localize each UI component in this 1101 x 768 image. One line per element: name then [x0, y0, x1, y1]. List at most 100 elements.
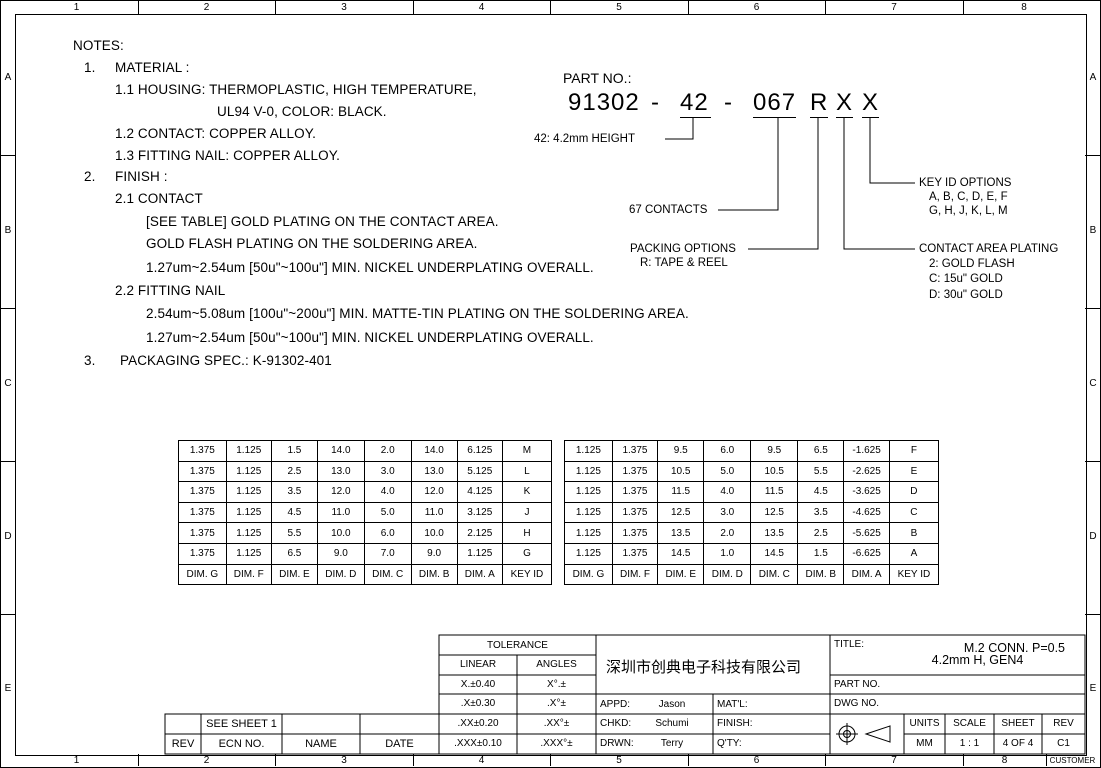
- pn-height: 42: [680, 89, 711, 118]
- title-line-1: M.2 CONN. P=0.5: [963, 641, 1065, 655]
- units-value: MM: [916, 738, 933, 749]
- table-header-cell: DIM. B: [410, 563, 458, 586]
- finish-label: FINISH:: [717, 718, 753, 729]
- table-header-cell: DIM. D: [703, 563, 752, 586]
- notes-heading: NOTES:: [73, 38, 124, 53]
- zone-row-a: A: [4, 72, 12, 83]
- tol-angle-1: .X°±: [547, 698, 566, 709]
- zone-row-c-right: C: [1089, 378, 1097, 389]
- table-header-cell: DIM. F: [611, 563, 659, 586]
- zone-col-3: 3: [341, 2, 347, 13]
- matl-label: MAT'L:: [717, 699, 748, 710]
- note-nickel-fitting: 1.27um~2.54um [50u"~100u"] MIN. NICKEL U…: [146, 330, 594, 345]
- note-contact-material: 1.2 CONTACT: COPPER ALLOY.: [115, 126, 316, 141]
- zone-col-8-bottom: 8: [1001, 755, 1008, 766]
- title-line-2: 4.2mm H, GEN4: [931, 653, 1024, 667]
- height-note: 42: 4.2mm HEIGHT: [534, 133, 635, 145]
- key-title: KEY ID OPTIONS: [919, 177, 1012, 189]
- zone-col-5: 5: [616, 2, 622, 13]
- note-1-num: 1.: [84, 60, 96, 75]
- table-header-cell: DIM. F: [225, 563, 272, 586]
- pn-base: 91302: [568, 89, 640, 116]
- note-housing: 1.1 HOUSING: THERMOPLASTIC, HIGH TEMPERA…: [115, 82, 477, 97]
- zone-row-a-right: A: [1089, 72, 1097, 83]
- table-header-cell: DIM. E: [270, 563, 318, 586]
- part-no-field-label: PART NO.: [834, 679, 881, 690]
- zone-col-1: 1: [73, 2, 80, 13]
- title-label: TITLE:: [834, 639, 865, 650]
- drwn-name: Terry: [660, 738, 684, 749]
- zone-col-4-bottom: 4: [478, 755, 485, 766]
- tolerance-title: TOLERANCE: [487, 640, 548, 651]
- table-header-cell: DIM. B: [797, 563, 845, 586]
- table-header-cell: DIM. A: [456, 563, 503, 586]
- ecn-column: ECN NO.: [218, 738, 265, 750]
- packing-r: R: TAPE & REEL: [640, 257, 728, 269]
- tol-linear-0: X.±0.40: [460, 679, 496, 690]
- units-label: UNITS: [909, 718, 940, 729]
- table-header-cell: KEY ID: [888, 563, 940, 586]
- plating-2: 2: GOLD FLASH: [929, 258, 1015, 270]
- note-gold-flash: GOLD FLASH PLATING ON THE SOLDERING AREA…: [146, 236, 478, 251]
- zone-row-b-right: B: [1089, 225, 1097, 236]
- pn-packing: R: [810, 89, 829, 118]
- plating-title: CONTACT AREA PLATING: [919, 243, 1059, 255]
- dwg-no-label: DWG NO.: [834, 698, 879, 709]
- tol-angle-2: .XX°±: [543, 718, 570, 729]
- zone-row-d: D: [4, 531, 12, 542]
- plating-c: C: 15u" GOLD: [929, 273, 1003, 285]
- zone-col-5-bottom: 5: [616, 755, 622, 766]
- appd-label: APPD:: [600, 699, 631, 710]
- see-sheet: SEE SHEET 1: [206, 718, 277, 730]
- zone-col-3-bottom: 3: [341, 755, 347, 766]
- date-column: DATE: [385, 738, 414, 750]
- rev-value: C1: [1057, 738, 1070, 749]
- note-fitting-nail: 2.2 FITTING NAIL: [115, 283, 226, 298]
- packing-title: PACKING OPTIONS: [630, 243, 736, 255]
- name-column: NAME: [305, 738, 337, 750]
- contacts-note: 67 CONTACTS: [629, 204, 708, 216]
- table-cell: 1.375: [611, 481, 659, 503]
- table-cell: -5.625: [843, 522, 890, 544]
- note-packaging: PACKAGING SPEC.: K-91302-401: [120, 353, 332, 368]
- zone-row-c: C: [4, 378, 12, 389]
- zone-col-1-bottom: 1: [73, 755, 80, 766]
- qty-label: Q'TY:: [717, 738, 742, 749]
- note-material: MATERIAL :: [115, 60, 190, 75]
- pn-key: X: [862, 89, 880, 118]
- table-cell: D: [888, 481, 940, 503]
- note-contact: 2.1 CONTACT: [115, 191, 203, 206]
- table-header-cell: DIM. E: [657, 563, 705, 586]
- table-header-cell: DIM. A: [843, 563, 890, 586]
- table-header-cell: DIM. G: [178, 563, 227, 586]
- pn-dash-1: -: [651, 89, 660, 116]
- zone-col-6: 6: [753, 2, 760, 13]
- tol-linear-1: .X±0.30: [460, 698, 496, 709]
- tolerance-angles: ANGLES: [536, 659, 577, 670]
- note-gold-plating: [SEE TABLE] GOLD PLATING ON THE CONTACT …: [146, 214, 499, 229]
- zone-col-2: 2: [203, 2, 210, 13]
- table-header-cell: KEY ID: [501, 563, 553, 586]
- zone-col-4: 4: [478, 2, 485, 13]
- table-cell: 3.5: [270, 481, 318, 503]
- zone-col-7: 7: [891, 2, 897, 13]
- drwn-label: DRWN:: [600, 738, 634, 749]
- company-name: 深圳市创典电子科技有限公司: [606, 658, 802, 676]
- tolerance-linear: LINEAR: [459, 659, 497, 670]
- zone-row-e-right: E: [1089, 683, 1097, 694]
- key-line-2: G, H, J, K, L, M: [929, 205, 1008, 217]
- scale-value: 1 : 1: [959, 738, 980, 749]
- zone-row-b: B: [4, 225, 12, 236]
- zone-col-8: 8: [1021, 2, 1027, 13]
- tol-linear-3: .XXX±0.10: [454, 738, 502, 749]
- tol-angle-3: .XXX°±: [540, 738, 573, 749]
- zone-col-7-bottom: 7: [891, 755, 897, 766]
- appd-name: Jason: [658, 699, 686, 710]
